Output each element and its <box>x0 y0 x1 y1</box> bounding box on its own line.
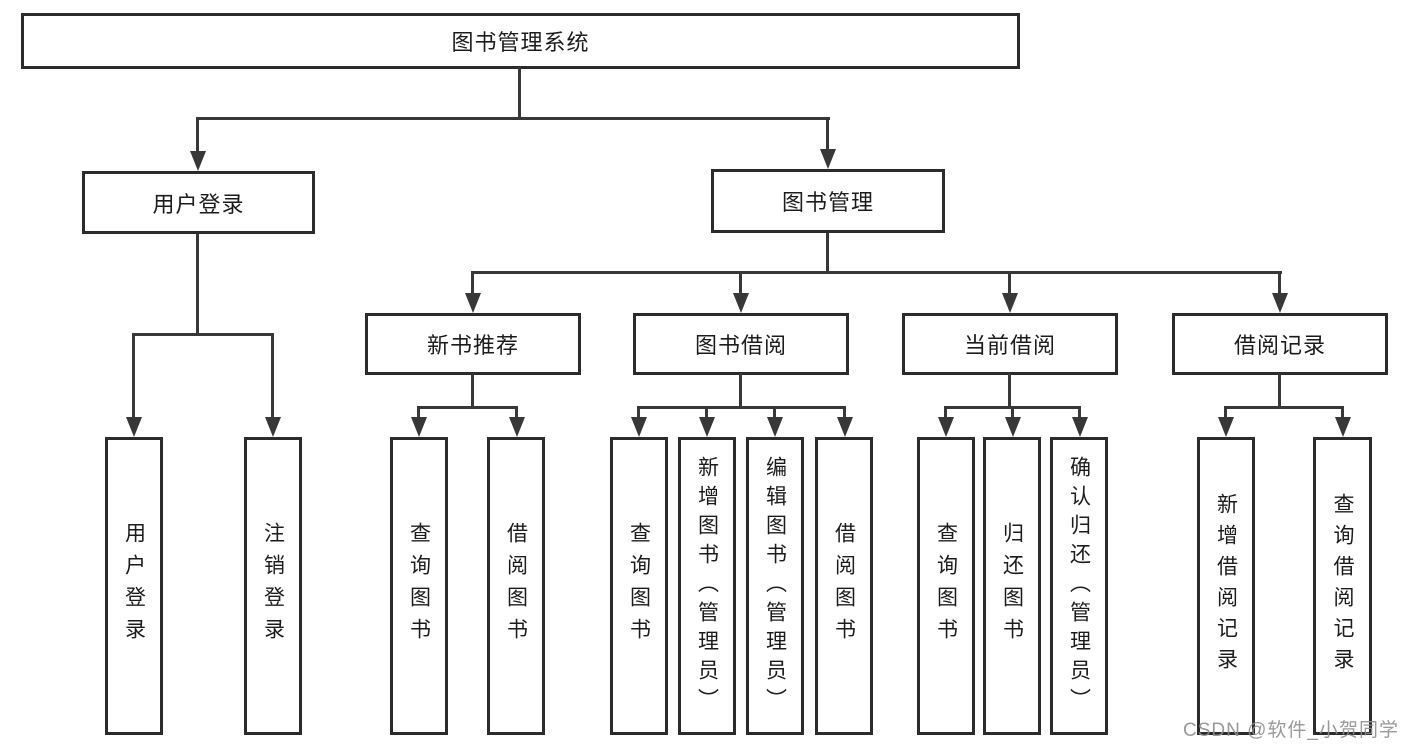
node-logout-action: 注销登录 <box>244 437 302 735</box>
node-current-confirm-return-admin: 确认归还（管理员） <box>1050 437 1108 735</box>
arrow-down-icon <box>631 417 647 437</box>
node-borrowing-records: 借阅记录 <box>1172 313 1388 375</box>
node-label: 图书管理系统 <box>451 30 590 55</box>
node-borrowing-edit-books-admin: 编辑图书（管理员） <box>746 437 804 735</box>
csdn-watermark: CSDN @软件_小贺同学 <box>1183 720 1399 741</box>
edge-drop-login <box>196 117 199 153</box>
node-label: 确认归还（管理员） <box>1067 455 1091 717</box>
edge-drop <box>705 406 708 419</box>
edge-root-stem <box>518 67 521 119</box>
node-label: 借阅图书 <box>504 522 528 650</box>
edge-drop <box>944 406 947 419</box>
edge-login-stem <box>196 234 199 335</box>
edge-drop-borrowing <box>739 271 742 296</box>
node-borrowing-borrow-books: 借阅图书 <box>815 437 873 735</box>
arrow-down-icon <box>1002 293 1018 313</box>
edge-management-stem <box>826 233 829 273</box>
arrow-down-icon <box>733 293 749 313</box>
node-label: 查询图书 <box>934 522 958 650</box>
arrow-down-icon <box>1272 293 1288 313</box>
node-book-borrowing: 图书借阅 <box>633 313 849 375</box>
node-label: 注销登录 <box>261 522 285 650</box>
edge-drop <box>843 406 846 419</box>
edge-drop <box>417 406 420 419</box>
edge-drop-current <box>1008 271 1011 296</box>
edge-drop <box>1011 406 1014 419</box>
edge-management-branch <box>471 271 1282 274</box>
arrow-down-icon <box>411 417 427 437</box>
edge-drop-management <box>826 117 829 151</box>
arrow-down-icon <box>820 149 836 169</box>
node-label: 查询图书 <box>627 522 651 650</box>
node-book-management: 图书管理 <box>711 169 945 233</box>
arrow-down-icon <box>699 417 715 437</box>
node-label: 图书借阅 <box>694 333 787 358</box>
edge-drop <box>515 406 518 419</box>
node-user-login-group: 用户登录 <box>82 171 315 234</box>
node-label: 用户登录 <box>122 522 146 650</box>
node-label: 新增图书（管理员） <box>695 455 719 717</box>
node-label: 新增借阅记录 <box>1214 493 1238 679</box>
node-borrowing-add-books-admin: 新增图书（管理员） <box>678 437 736 735</box>
node-current-borrowing: 当前借阅 <box>902 313 1118 375</box>
node-label: 图书管理 <box>781 190 874 215</box>
edge-newbooks-branch <box>417 406 518 409</box>
arrow-down-icon <box>265 417 281 437</box>
edge-records-branch <box>1224 406 1344 409</box>
node-label: 借阅记录 <box>1233 333 1326 358</box>
edge-login-branch <box>132 333 274 336</box>
arrow-down-icon <box>1335 417 1351 437</box>
node-borrowing-query-books: 查询图书 <box>610 437 668 735</box>
node-label: 编辑图书（管理员） <box>763 455 787 717</box>
node-current-return-books: 归还图书 <box>983 437 1041 735</box>
edge-drop-logout <box>271 333 274 419</box>
arrow-down-icon <box>1005 417 1021 437</box>
edge-drop-new-books <box>471 271 474 296</box>
edge-records-stem <box>1278 373 1281 408</box>
arrow-down-icon <box>509 417 525 437</box>
edge-newbooks-stem <box>471 373 474 408</box>
node-library-management-system: 图书管理系统 <box>21 13 1020 69</box>
node-label: 归还图书 <box>1000 522 1024 650</box>
node-label: 查询图书 <box>407 522 431 650</box>
arrow-down-icon <box>1218 417 1234 437</box>
arrow-down-icon <box>465 293 481 313</box>
node-newbooks-borrow-books: 借阅图书 <box>487 437 545 735</box>
arrow-down-icon <box>837 417 853 437</box>
edge-root-branch <box>196 117 830 120</box>
edge-drop-login-user <box>132 333 135 419</box>
node-label: 新书推荐 <box>426 333 519 358</box>
edge-borrowing-stem <box>739 373 742 408</box>
node-records-query-record: 查询借阅记录 <box>1313 437 1372 735</box>
edge-drop <box>1078 406 1081 419</box>
node-label: 用户登录 <box>152 191 245 217</box>
edge-drop-records <box>1278 271 1281 296</box>
node-current-query-books: 查询图书 <box>917 437 975 735</box>
edge-drop <box>1341 406 1344 419</box>
node-newbooks-query-books: 查询图书 <box>390 437 448 735</box>
arrow-down-icon <box>190 151 206 171</box>
node-new-book-recommend: 新书推荐 <box>365 313 581 375</box>
arrow-down-icon <box>126 417 142 437</box>
node-label: 当前借阅 <box>963 333 1056 358</box>
edge-borrowing-branch <box>637 406 846 409</box>
edge-drop <box>1224 406 1227 419</box>
node-user-login-action: 用户登录 <box>105 437 163 735</box>
node-label: 查询借阅记录 <box>1331 493 1354 679</box>
edge-drop <box>637 406 640 419</box>
node-records-add-record: 新增借阅记录 <box>1197 437 1255 735</box>
arrow-down-icon <box>1072 417 1088 437</box>
edge-drop <box>773 406 776 419</box>
edge-current-stem <box>1008 373 1011 408</box>
arrow-down-icon <box>767 417 783 437</box>
node-label: 借阅图书 <box>832 522 856 650</box>
arrow-down-icon <box>938 417 954 437</box>
